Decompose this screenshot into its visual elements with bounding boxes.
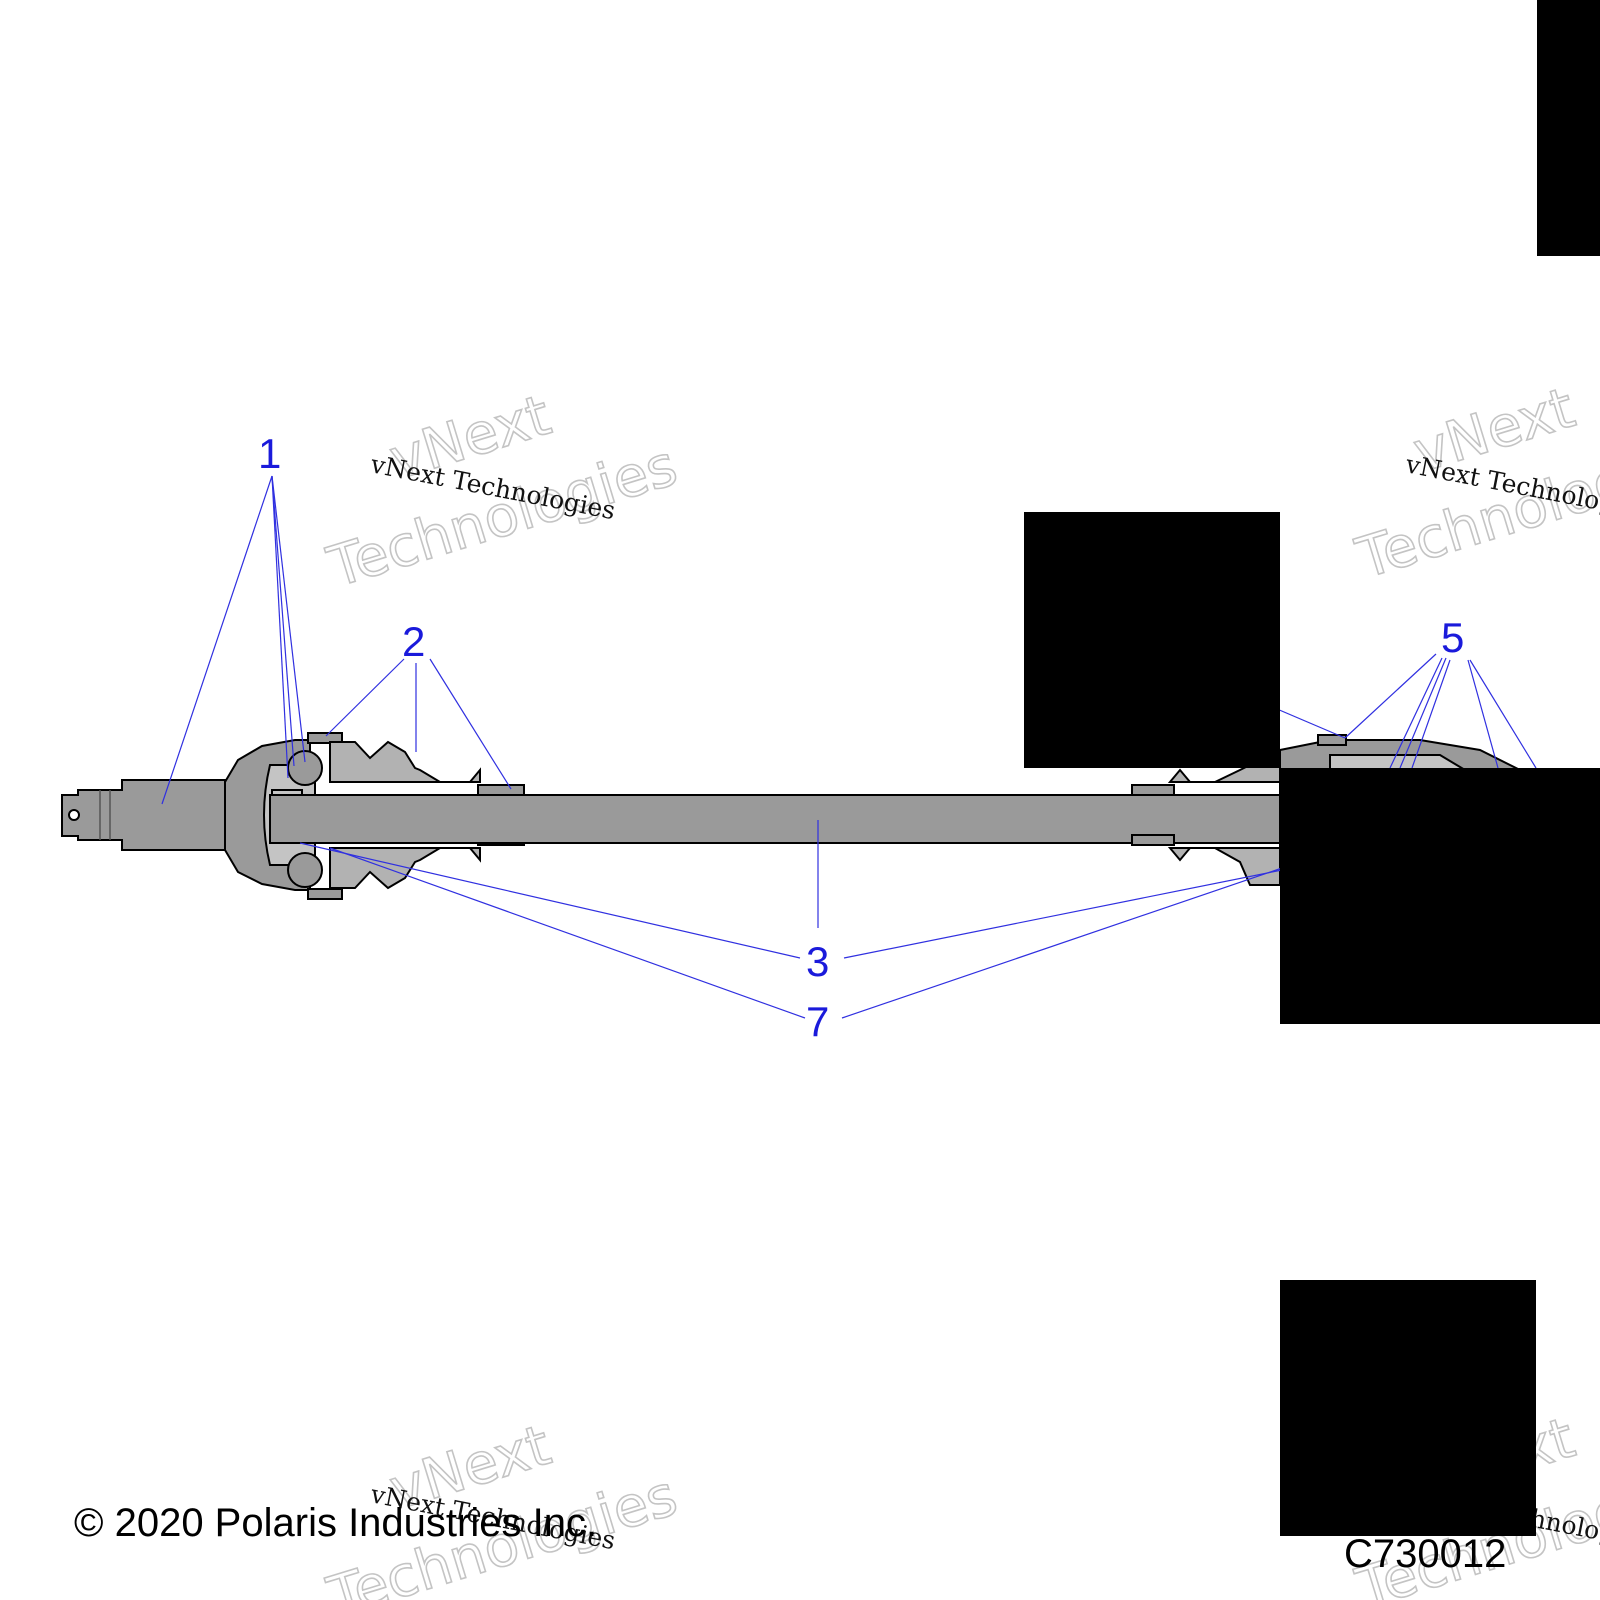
figure-code: C730012 xyxy=(1344,1532,1506,1576)
copyright-text: © 2020 Polaris Industries Inc. xyxy=(74,1501,597,1545)
callout-5: 5 xyxy=(1441,614,1464,661)
splined-stub-shaft xyxy=(61,779,226,851)
leaders-callout-3 xyxy=(299,820,1283,959)
leaders-callout-2 xyxy=(325,658,512,790)
redaction-block-middle-right xyxy=(1280,768,1600,1024)
outer-small-clamp xyxy=(1131,784,1175,846)
inner-boot-clamp-outer xyxy=(307,732,343,900)
redaction-block-top-right xyxy=(1537,0,1600,256)
callout-2: 2 xyxy=(402,618,425,665)
leaders-callout-1 xyxy=(161,475,306,805)
callout-1: 1 xyxy=(258,430,281,477)
callout-3: 3 xyxy=(806,938,829,985)
redaction-block-bottom xyxy=(1280,1280,1536,1536)
leaders-callout-7 xyxy=(329,847,1283,1019)
axle-bar xyxy=(269,794,1281,844)
callout-7: 7 xyxy=(806,998,829,1045)
leaders-callout-5 xyxy=(1269,653,1537,769)
watermark-bottom-left: vNext Technologies xyxy=(320,1412,686,1600)
redaction-block-upper xyxy=(1024,512,1280,768)
